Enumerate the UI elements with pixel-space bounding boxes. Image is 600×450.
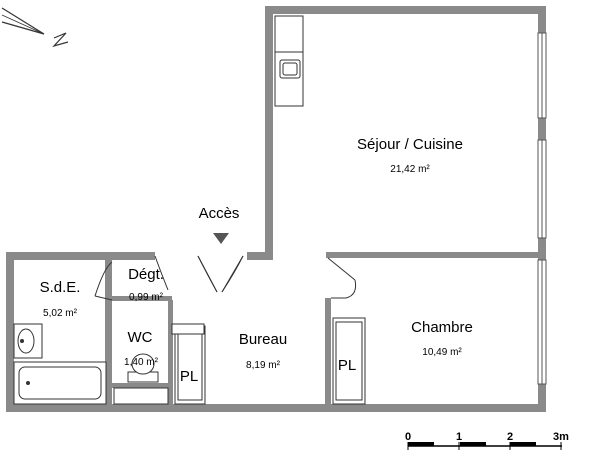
scale-tick-2: 2 xyxy=(507,431,513,443)
entrance-door xyxy=(197,233,244,293)
bathtub-icon xyxy=(13,361,107,405)
room-name-wc: WC xyxy=(128,329,153,346)
room-name-degt: Dégt. xyxy=(128,266,164,283)
room-name-sejour: Séjour / Cuisine xyxy=(357,136,463,153)
room-area-wc: 1,40 m² xyxy=(124,357,159,368)
room-name-chambre: Chambre xyxy=(411,319,473,336)
sink-icon xyxy=(279,59,301,79)
wc-fixtures xyxy=(113,323,205,405)
toilet-icon xyxy=(127,353,159,383)
room-name-sde: S.d.E. xyxy=(40,279,81,296)
lower-walls xyxy=(6,252,546,412)
closet-label-2: PL xyxy=(338,357,356,374)
room-name-bureau: Bureau xyxy=(239,331,287,348)
sde-fixtures xyxy=(13,323,107,405)
scale-tick-1: 1 xyxy=(456,431,462,443)
scale-tick-3: 3m xyxy=(553,431,569,443)
washbasin-icon xyxy=(13,323,43,359)
room-area-bureau: 8,19 m² xyxy=(246,360,281,371)
degt-door xyxy=(94,255,169,301)
room-area-sejour: 21,42 m² xyxy=(390,164,430,175)
room-area-chambre: 10,49 m² xyxy=(422,347,462,358)
closets xyxy=(174,317,366,405)
scale-bar: 0 1 2 3m xyxy=(405,431,569,450)
room-area-sde: 5,02 m² xyxy=(43,308,78,319)
access-label: Accès xyxy=(199,205,240,222)
compass-arrow-icon xyxy=(1,7,69,48)
room-area-degt: 0,99 m² xyxy=(129,292,164,303)
closet-label-1: PL xyxy=(180,368,198,385)
kitchen-counter xyxy=(274,15,304,107)
chambre-door xyxy=(327,257,357,299)
windows xyxy=(537,32,547,385)
scale-tick-0: 0 xyxy=(405,431,411,443)
access-arrow-icon xyxy=(213,233,229,244)
